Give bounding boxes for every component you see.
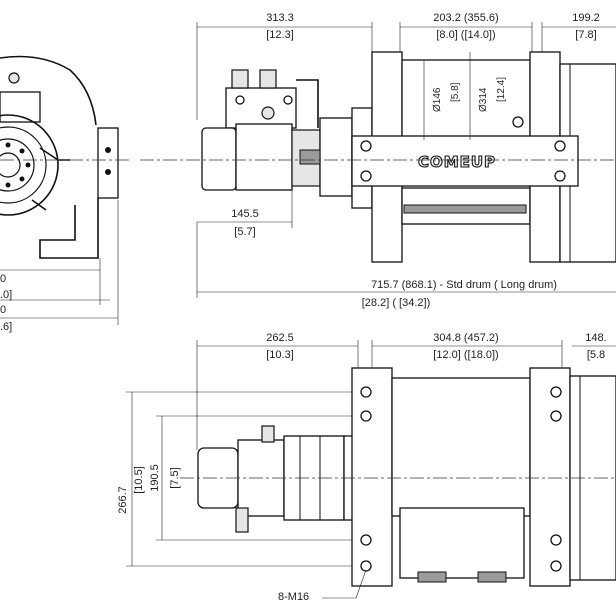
bottom-right-frame [529,367,571,587]
top-dim-total-mm: 715.7 (868.1) - Std drum ( Long drum) [371,279,557,291]
bottom-base-tray [399,507,525,579]
side-view-lever-2 [31,199,47,211]
top-dim-dia314-in: [12.4] [496,77,507,102]
top-view: 313.3 [12.3] 203.2 (355.6) [8.0] ([14.0]… [140,12,616,309]
bottom-pad-right [477,571,507,583]
top-valve-block [225,87,297,129]
side-view-dim-3: 0 [0,304,6,316]
side-view-bracket [97,127,119,199]
top-dim-right-mm: 199.2 [572,12,600,24]
bottom-mount-holes [360,386,562,572]
bottom-dim-height-in: [10.5] [133,466,145,494]
side-view-fitting [8,72,20,84]
top-dim-motor-mm: 145.5 [231,208,259,220]
top-dim-drum-mm: 203.2 (355.6) [433,12,498,24]
top-fitting-left [231,69,249,89]
bottom-view: 262.5 [10.3] 304.8 (457.2) [12.0] ([18.0… [117,332,616,603]
side-view: 0 .0] 0 .6] [0,55,130,333]
top-fitting-right [259,69,277,89]
bottom-left-frame [351,367,393,587]
side-view-valve-block [0,91,41,123]
side-view-dim-1: 0 [0,273,6,285]
bottom-pad-left [417,571,447,583]
side-view-bolt-circle [5,142,31,188]
top-dim-overall-mm: 313.3 [266,12,294,24]
comeup-logo: COMEUP [418,153,496,171]
top-dim-dia314-mm: Ø314 [478,87,489,112]
side-view-housing-outline [0,55,97,126]
top-pressure-port [261,106,275,120]
bottom-fitting-bottom [235,507,249,533]
top-dim-dia146-mm: Ø146 [432,87,443,112]
bottom-dim-right-mm: 148. [585,332,606,344]
side-view-drum-inner [0,138,35,192]
top-dim-overall-in: [12.3] [266,29,294,41]
top-dim-drum-in: [8.0] ([14.0]) [436,29,495,41]
bottom-dim-mid-mm: 190.5 [149,464,161,492]
side-view-base-plate [39,198,99,259]
bottom-dim-drum-in: [12.0] ([18.0]) [433,349,498,361]
top-cable-guide [403,204,527,214]
top-dim-total-in: [28.2] ( [34.2]) [362,297,430,309]
bottom-bolt-note: 8-M16 [278,591,309,603]
top-gear-housing [319,117,353,197]
side-view-dim-2: .0] [0,289,12,301]
top-hose [296,79,319,128]
top-tie-bar [351,135,579,187]
side-view-drum-outer [0,114,59,216]
side-view-hub [0,152,21,178]
bottom-dim-height-mm: 266.7 [117,486,129,514]
bottom-dim-left-mm: 262.5 [266,332,294,344]
bottom-drum [391,377,531,517]
top-dim-right-in: [7.8] [575,29,596,41]
bottom-dim-left-in: [10.3] [266,349,294,361]
bottom-fitting-top [261,425,275,443]
side-view-dim-4: .6] [0,321,12,333]
side-view-drum-mid [0,126,47,204]
top-drum-upper [401,59,531,143]
bottom-dim-right-in: [5.8 [587,349,605,361]
top-dim-motor-in: [5.7] [234,226,255,238]
bottom-dim-mid-in: [7.5] [169,467,181,488]
top-motor-cap [201,127,237,191]
bottom-dim-drum-mm: 304.8 (457.2) [433,332,498,344]
top-dim-dia146-in: [5.8] [450,82,461,102]
top-motor-body [235,123,293,191]
